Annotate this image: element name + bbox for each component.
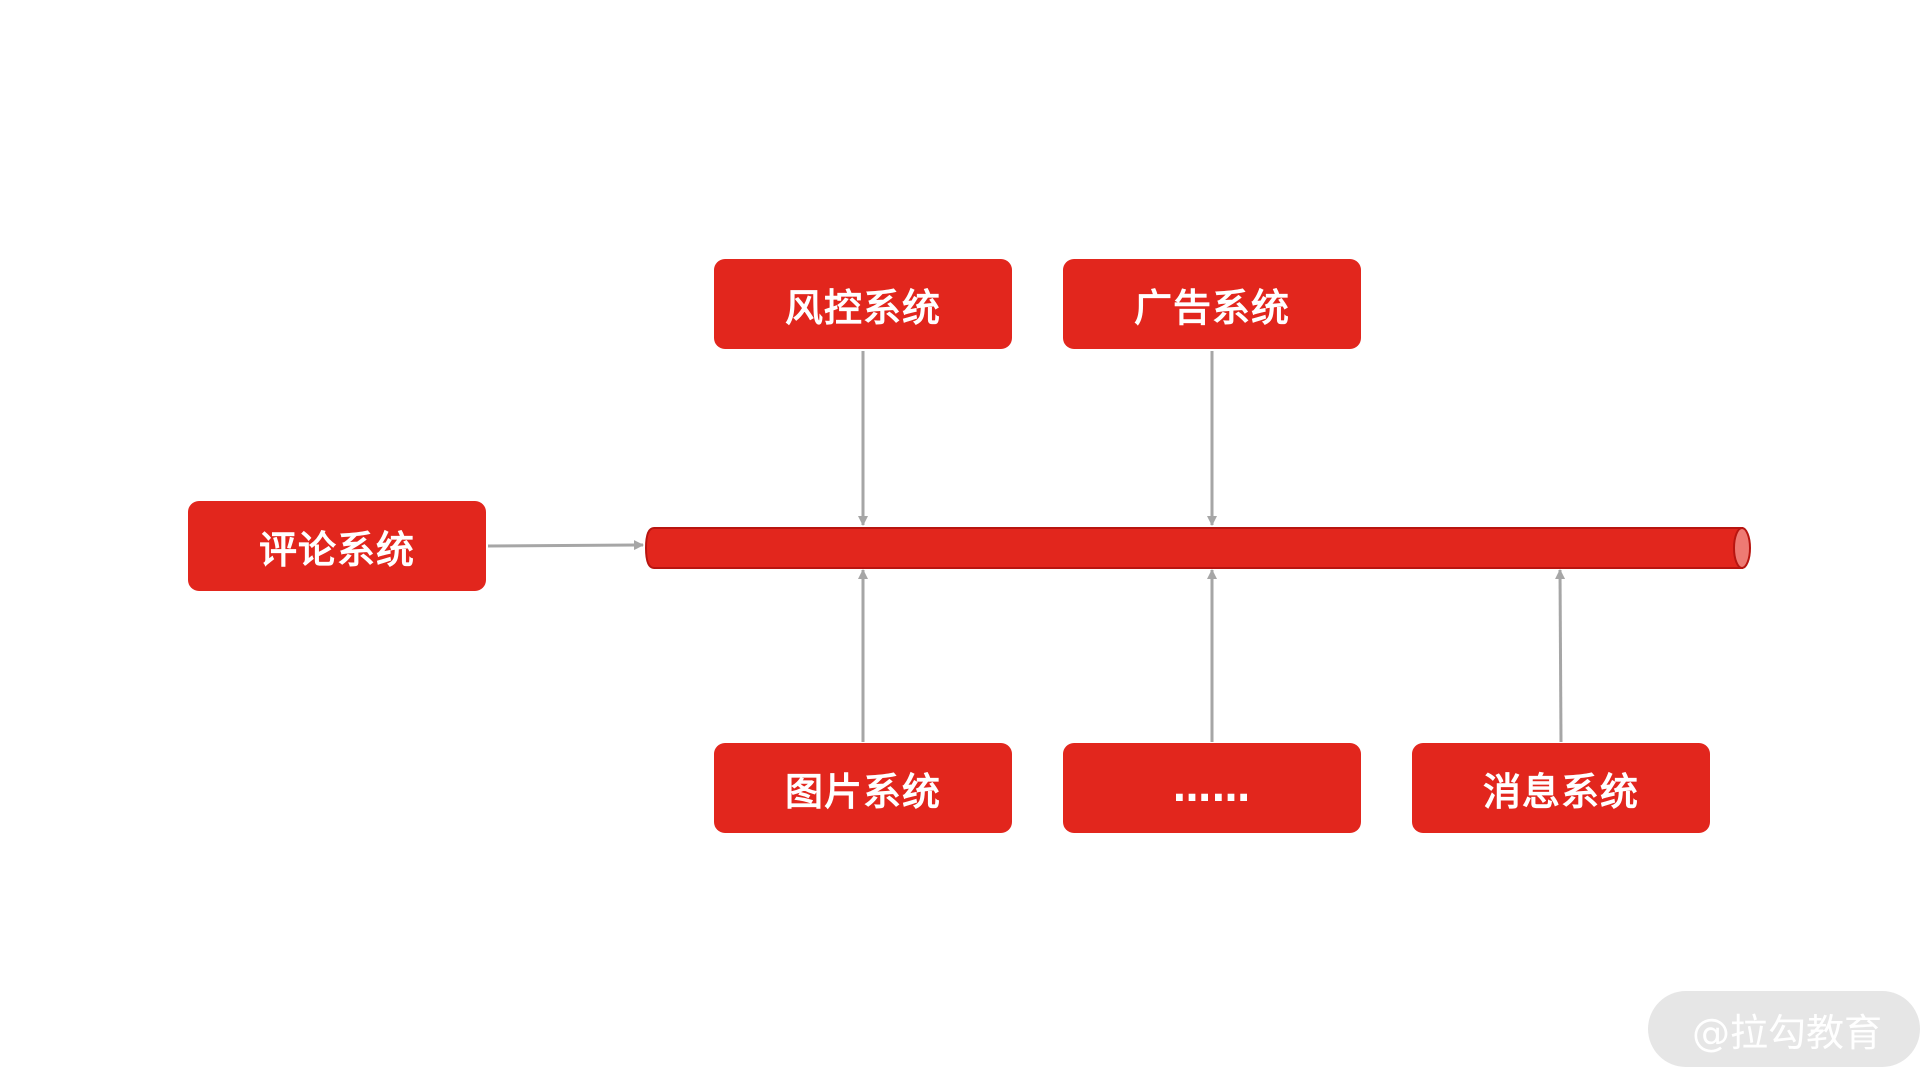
- message-bus: [644, 527, 1751, 569]
- node-message-system-label: 消息系统: [1482, 769, 1639, 814]
- node-image-system-label: 图片系统: [784, 769, 941, 814]
- node-ads-system-label: 广告系统: [1133, 285, 1290, 330]
- node-more-systems-label: ……: [1173, 766, 1251, 810]
- node-comment-system: 评论系统: [188, 501, 486, 591]
- node-risk-control-system-label: 风控系统: [784, 285, 941, 330]
- node-ads-system: 广告系统: [1063, 259, 1361, 349]
- message-bus-body: [644, 527, 1743, 569]
- watermark-text: @拉勾教育: [1691, 1010, 1882, 1055]
- node-risk-control-system: 风控系统: [714, 259, 1012, 349]
- node-comment-system-label: 评论系统: [258, 527, 415, 572]
- watermark-badge: @拉勾教育: [1648, 991, 1920, 1067]
- message-bus-end-cap: [1733, 527, 1751, 569]
- node-message-system: 消息系统: [1412, 743, 1710, 833]
- node-image-system: 图片系统: [714, 743, 1012, 833]
- arrow-message-to-bus: [1555, 569, 1566, 743]
- node-more-systems: ……: [1063, 743, 1361, 833]
- arrow-comment-to-bus: [487, 540, 644, 551]
